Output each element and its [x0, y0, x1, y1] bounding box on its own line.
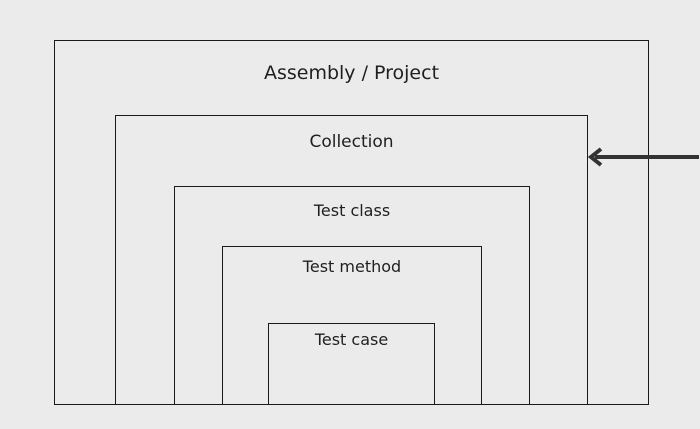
arrow-to-collection — [587, 147, 699, 167]
assembly-project-label: Assembly / Project — [263, 62, 440, 84]
test-case-box: Test case — [268, 323, 435, 405]
collection-box: Collection — [115, 115, 588, 405]
test-class-box: Test class — [174, 186, 530, 405]
test-case-label: Test case — [314, 330, 389, 349]
test-method-box: Test method — [222, 246, 482, 405]
arrow-head-icon — [587, 147, 603, 167]
test-method-label: Test method — [302, 257, 402, 276]
assembly-project-box: Assembly / Project — [54, 40, 649, 405]
collection-label: Collection — [309, 132, 394, 152]
test-class-label: Test class — [313, 201, 391, 220]
